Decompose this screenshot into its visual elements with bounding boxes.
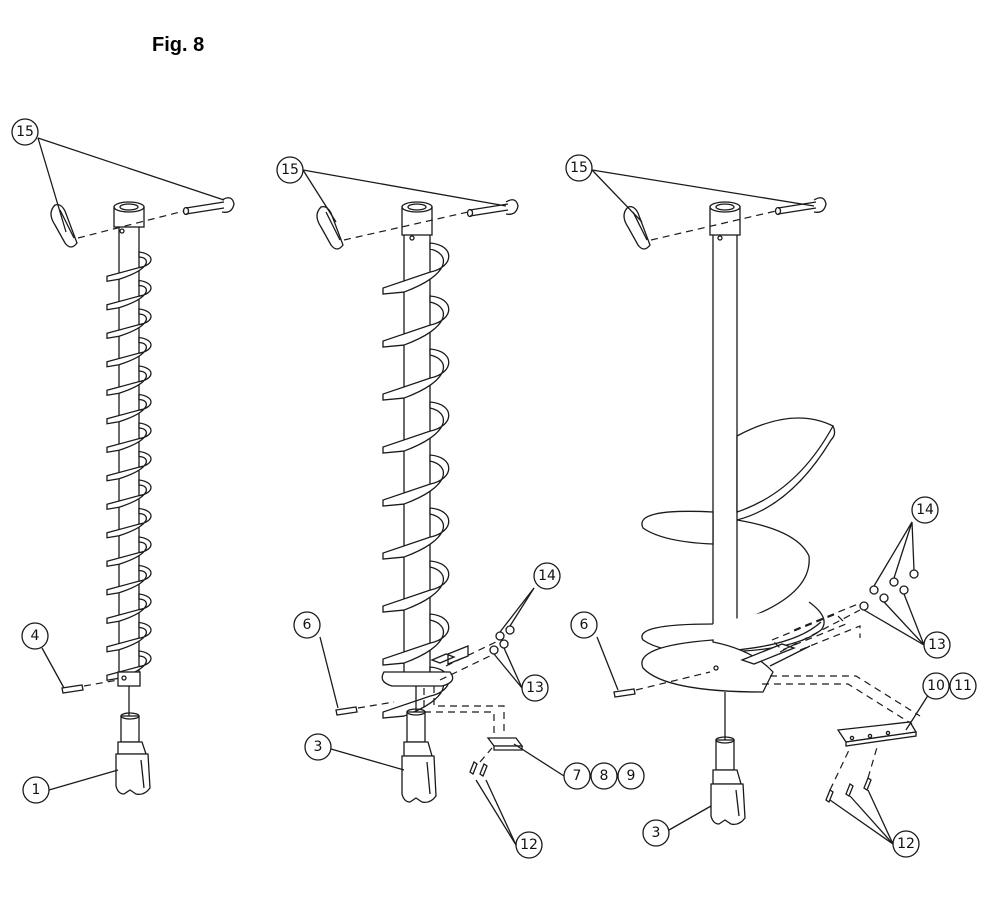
callout-3-c: 3 bbox=[642, 819, 670, 847]
svg-text:13: 13 bbox=[526, 680, 544, 696]
callout-15-b: 15 bbox=[276, 156, 304, 184]
flightsA-turn-12 bbox=[106, 593, 152, 624]
callout-6-b: 6 bbox=[293, 611, 321, 639]
callout-3-b: 3 bbox=[304, 733, 332, 761]
svg-text:7: 7 bbox=[573, 768, 582, 784]
bolt-set-c bbox=[740, 569, 919, 665]
hitch-pin-a bbox=[50, 197, 235, 248]
callout-8: 8 bbox=[590, 762, 618, 790]
bit-a bbox=[115, 712, 151, 796]
flightsB-turn-6 bbox=[382, 560, 450, 613]
callout-14-c: 14 bbox=[911, 496, 939, 524]
auger-b-flighting bbox=[382, 242, 450, 719]
callout-10: 10 bbox=[922, 672, 950, 700]
pin-a-bottom bbox=[61, 671, 141, 716]
flightsA-turn-13 bbox=[106, 621, 152, 653]
flightsB-turn-7 bbox=[382, 613, 450, 666]
svg-text:6: 6 bbox=[303, 617, 312, 633]
callout-15-a: 15 bbox=[11, 118, 39, 146]
callout-13-b: 13 bbox=[521, 674, 549, 702]
auger-c-collar bbox=[709, 201, 741, 670]
flightsA-turn-2 bbox=[106, 308, 152, 339]
pin-c-bottom bbox=[613, 665, 726, 740]
flightsA-turn-11 bbox=[106, 564, 152, 596]
flightsA-turn-3 bbox=[106, 336, 152, 368]
flightsA-turn-9 bbox=[106, 507, 152, 539]
flightsA-turn-5 bbox=[106, 393, 152, 425]
flightsB-turn-0 bbox=[382, 242, 450, 295]
callout-13-c: 13 bbox=[923, 631, 951, 659]
callout-12-b: 12 bbox=[515, 831, 543, 859]
svg-text:3: 3 bbox=[652, 825, 661, 841]
svg-text:14: 14 bbox=[538, 568, 556, 584]
svg-text:1: 1 bbox=[32, 782, 41, 798]
large-auger bbox=[613, 197, 921, 826]
svg-text:3: 3 bbox=[314, 739, 323, 755]
svg-text:12: 12 bbox=[520, 837, 538, 853]
tooth-c bbox=[762, 675, 921, 803]
tooth-b bbox=[423, 686, 524, 777]
callout-7: 7 bbox=[563, 762, 591, 790]
figure-title: Fig. 8 bbox=[152, 34, 205, 56]
svg-text:12: 12 bbox=[897, 836, 915, 852]
svg-text:14: 14 bbox=[916, 502, 934, 518]
flightsB-turn-3 bbox=[382, 401, 450, 454]
callout-11: 11 bbox=[949, 672, 977, 700]
callout-14-b: 14 bbox=[533, 562, 561, 590]
flightsB-turn-5 bbox=[382, 507, 450, 560]
leader-lines bbox=[37, 137, 935, 846]
flightsA-turn-0 bbox=[106, 251, 152, 282]
flightsB-turn-1 bbox=[382, 295, 450, 348]
svg-text:10: 10 bbox=[927, 678, 945, 694]
flightsA-turn-4 bbox=[106, 365, 152, 396]
svg-text:13: 13 bbox=[928, 637, 946, 653]
callout-4: 4 bbox=[21, 622, 49, 650]
callout-15-c: 15 bbox=[565, 154, 593, 182]
flightsB-turn-4 bbox=[382, 454, 450, 507]
bit-b bbox=[401, 708, 437, 804]
auger-c-flighting bbox=[641, 417, 836, 693]
svg-text:8: 8 bbox=[600, 768, 609, 784]
flightsA-turn-10 bbox=[106, 536, 152, 567]
bit-c bbox=[710, 736, 746, 826]
svg-text:15: 15 bbox=[16, 124, 34, 140]
flightsB-turn-2 bbox=[382, 348, 450, 401]
small-auger bbox=[50, 197, 235, 796]
svg-text:9: 9 bbox=[627, 768, 636, 784]
svg-text:6: 6 bbox=[580, 617, 589, 633]
flightsA-turn-7 bbox=[106, 450, 152, 482]
flightsA-turn-8 bbox=[106, 479, 152, 510]
svg-text:4: 4 bbox=[31, 628, 40, 644]
medium-auger bbox=[316, 199, 524, 804]
hitch-pin-c bbox=[623, 197, 827, 250]
callout-1: 1 bbox=[22, 776, 50, 804]
callout-9: 9 bbox=[617, 762, 645, 790]
svg-text:15: 15 bbox=[281, 162, 299, 178]
callout-6-c: 6 bbox=[570, 611, 598, 639]
svg-text:15: 15 bbox=[570, 160, 588, 176]
flightsA-turn-1 bbox=[106, 279, 152, 311]
pin-b-bottom bbox=[335, 671, 454, 716]
callout-12-c: 12 bbox=[892, 830, 920, 858]
auger-a-flighting bbox=[106, 251, 152, 681]
flightsA-turn-6 bbox=[106, 422, 152, 453]
callouts: 15 4 1 15 6 3 14 13 7 8 9 12 15 6 3 14 1… bbox=[11, 118, 977, 859]
svg-text:11: 11 bbox=[954, 678, 972, 694]
